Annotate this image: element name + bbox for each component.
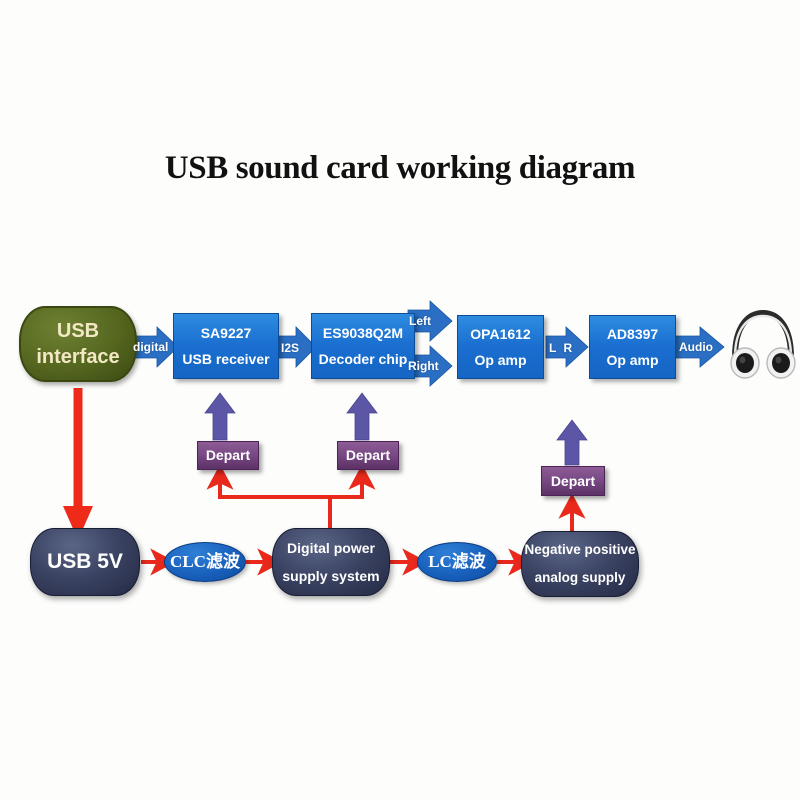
op-amp-1-line1: OPA1612 — [470, 325, 531, 342]
lc-filter-label: LC滤波 — [428, 551, 486, 571]
page-title: USB sound card working diagram — [164, 150, 636, 186]
node-op-amp-1[interactable]: OPA1612 Op amp — [457, 315, 544, 379]
node-usb-interface[interactable]: USB interface — [19, 306, 137, 382]
decoder-chip-line2: Decoder chip — [318, 350, 408, 367]
headphones-icon — [727, 305, 799, 383]
arrow-digital — [133, 326, 179, 368]
usb-interface-line2: interface — [36, 346, 120, 368]
arrow-depart2-to-decoder-chip — [346, 392, 378, 441]
node-depart-decoder-chip[interactable]: Depart — [337, 441, 399, 470]
depart-decoder-chip-label: Depart — [345, 447, 391, 464]
depart-usb-receiver-label: Depart — [205, 447, 251, 464]
digital-power-supply-line2: supply system — [282, 567, 380, 584]
decoder-chip-line1: ES9038Q2M — [322, 324, 404, 341]
usb-5v-label: USB 5V — [47, 550, 123, 574]
label-i2s: I2S — [281, 341, 300, 355]
arrow-usb-interface-to-usb5v — [63, 388, 93, 540]
arrow-lr — [545, 326, 589, 368]
node-lc-filter[interactable]: LC滤波 — [417, 542, 497, 582]
depart-analog-label: Depart — [550, 472, 596, 489]
usb-receiver-line2: USB receiver — [182, 350, 270, 367]
op-amp-2-line2: Op amp — [606, 351, 659, 368]
op-amp-2-line1: AD8397 — [606, 325, 659, 342]
arrow-depart3-to-op-amp-2 — [556, 419, 588, 466]
node-decoder-chip[interactable]: ES9038Q2M Decoder chip — [311, 313, 415, 379]
label-lr: L R — [549, 341, 575, 355]
analog-power-supply-line2: analog supply — [534, 569, 626, 585]
usb-interface-line1: USB — [56, 320, 100, 342]
node-usb-5v[interactable]: USB 5V — [30, 528, 140, 596]
node-usb-receiver[interactable]: SA9227 USB receiver — [173, 313, 279, 379]
node-depart-analog[interactable]: Depart — [541, 466, 605, 496]
usb-receiver-line1: SA9227 — [200, 324, 252, 341]
digital-power-supply-line1: Digital power — [287, 539, 375, 556]
node-digital-power-supply[interactable]: Digital power supply system — [272, 528, 390, 596]
arrow-depart1-to-usb-receiver — [204, 392, 236, 441]
clc-filter-label: CLC滤波 — [170, 551, 240, 571]
op-amp-1-line2: Op amp — [474, 351, 527, 368]
node-op-amp-2[interactable]: AD8397 Op amp — [589, 315, 676, 379]
node-depart-usb-receiver[interactable]: Depart — [197, 441, 259, 470]
label-audio: Audio — [679, 340, 713, 354]
node-analog-power-supply[interactable]: Negative positive analog supply — [521, 531, 639, 597]
analog-power-supply-line1: Negative positive — [524, 542, 636, 558]
bus-digital-supply-to-departs — [206, 464, 376, 528]
label-digital: digital — [133, 340, 169, 354]
arrow-audio — [673, 326, 725, 368]
node-clc-filter[interactable]: CLC滤波 — [164, 542, 246, 582]
